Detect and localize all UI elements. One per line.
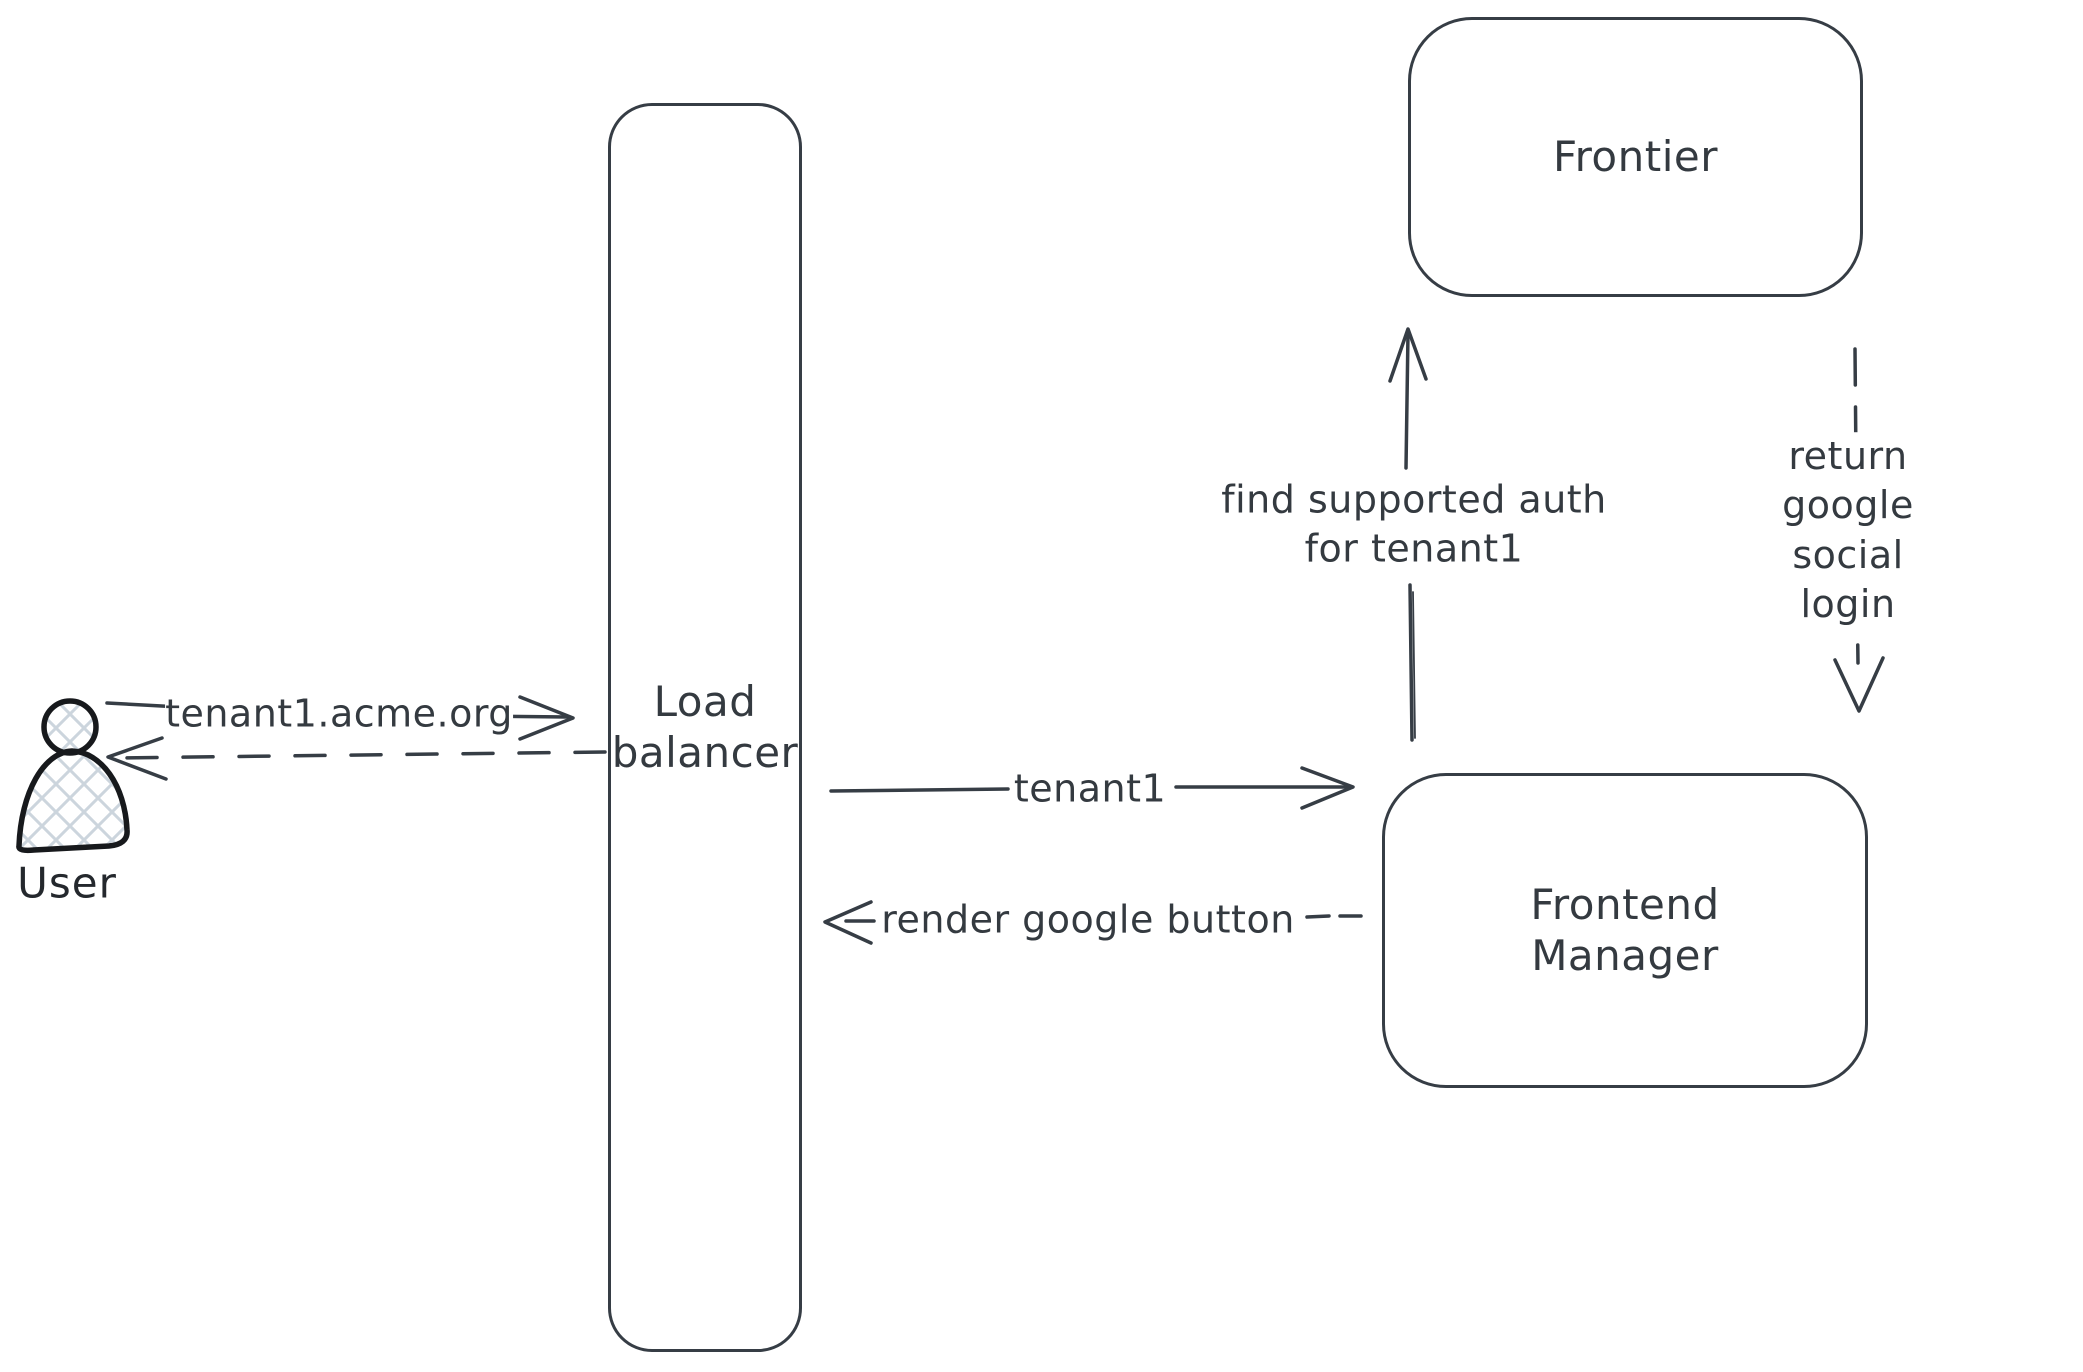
arrow-label-tenant1: tenant1 <box>1013 764 1167 814</box>
user-figure <box>16 698 130 854</box>
arrow-label-find-supported-auth: find supported auth for tenant1 <box>1221 475 1607 575</box>
user-label: User <box>17 858 117 908</box>
arrow-label-tenant1-acme-org: tenant1.acme.org <box>165 689 513 739</box>
arrowhead-up-icon <box>1388 327 1428 383</box>
load-balancer-node: Load balancer <box>608 103 802 1352</box>
frontend-manager-node: Frontend Manager <box>1382 773 1868 1088</box>
arrow-label-return-google-social-login: return google social login <box>1730 432 1966 630</box>
arrowhead-left-icon <box>106 736 168 781</box>
arrow-response-dashed <box>106 736 607 781</box>
frontier-label: Frontier <box>1552 131 1718 181</box>
arrowhead-right-icon <box>1300 766 1355 810</box>
arrow-find-supported-auth <box>1388 327 1428 742</box>
arrow-tenant1 <box>829 766 1355 810</box>
arrow-render-google-button <box>823 900 1363 945</box>
user-body <box>16 748 130 854</box>
arrow-label-render-google-button: render google button <box>881 895 1295 945</box>
frontier-node: Frontier <box>1408 17 1863 297</box>
arrowhead-left-icon <box>823 900 873 945</box>
user-head <box>41 698 99 756</box>
frontend-manager-label: Frontend Manager <box>1530 880 1720 980</box>
arrowhead-right-icon <box>518 695 575 741</box>
arrowhead-down-icon <box>1833 656 1885 713</box>
load-balancer-label: Load balancer <box>611 677 799 777</box>
